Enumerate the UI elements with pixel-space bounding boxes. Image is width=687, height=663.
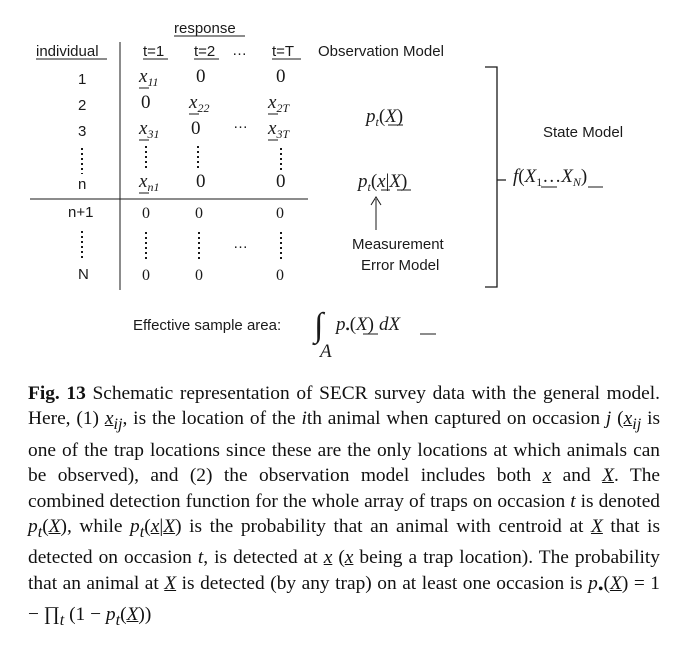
caption-text: ( bbox=[603, 572, 610, 594]
cell-N-1: 0 bbox=[142, 267, 150, 284]
integral-domain: A bbox=[318, 341, 332, 362]
caption-var: x bbox=[150, 515, 160, 537]
caption-sub: ij bbox=[113, 416, 123, 434]
caption-text: is denoted bbox=[575, 490, 660, 512]
caption-var: j bbox=[605, 408, 612, 430]
caption-var: x bbox=[623, 408, 633, 430]
caption-text: that is detected on occasion bbox=[28, 515, 660, 569]
caption-var: x bbox=[542, 465, 552, 487]
caption-text: being a trap location). The probability … bbox=[28, 547, 660, 594]
caption-var: t bbox=[197, 547, 204, 569]
caption-sub: t bbox=[139, 523, 145, 541]
caption-sub: ij bbox=[632, 416, 642, 434]
cell-n1-2: 0 bbox=[195, 205, 203, 222]
caption-var: t bbox=[570, 490, 576, 512]
caption-text: ( bbox=[611, 408, 624, 430]
caption-var: x bbox=[344, 547, 354, 569]
cell-x31: x31 bbox=[138, 118, 159, 141]
row-label-2: 2 bbox=[78, 97, 86, 114]
cell-x3T: x3T bbox=[267, 118, 290, 141]
row3-ellipsis: … bbox=[233, 115, 248, 132]
t2-header: t=2 bbox=[194, 43, 215, 60]
caption-var: X bbox=[609, 572, 622, 594]
caption-text: ( bbox=[144, 515, 151, 537]
caption-var: p bbox=[105, 603, 116, 625]
cell-1-2: 0 bbox=[196, 66, 206, 87]
cell-n1-T: 0 bbox=[276, 205, 284, 222]
row-label-n: n bbox=[78, 176, 86, 193]
state-model-bracket bbox=[485, 66, 506, 288]
caption-text: )) bbox=[138, 603, 152, 625]
cell-n-T: 0 bbox=[276, 171, 286, 192]
caption-var: X bbox=[602, 465, 614, 487]
cell-x2T: x2T bbox=[267, 92, 290, 115]
cell-2-1: 0 bbox=[141, 92, 151, 113]
caption-var: X bbox=[163, 515, 176, 537]
caption-text: ), while bbox=[60, 515, 131, 537]
cell-N-2: 0 bbox=[195, 267, 203, 284]
caption-text: | bbox=[159, 515, 164, 537]
cell-n-2: 0 bbox=[196, 171, 206, 192]
caption-text: ( bbox=[120, 603, 127, 625]
observation-model-label: Observation Model bbox=[318, 43, 444, 60]
cell-N-T: 0 bbox=[276, 267, 284, 284]
caption-var: p bbox=[588, 572, 598, 594]
cell-n1-1: 0 bbox=[142, 205, 150, 222]
caption-var: X bbox=[591, 515, 603, 537]
effective-formula: p•(X)dX bbox=[334, 314, 401, 336]
cell-xn1: xn1 bbox=[138, 171, 159, 194]
header-ellipsis: … bbox=[232, 42, 247, 59]
caption-text: ( bbox=[332, 547, 345, 569]
error-model-label: Error Model bbox=[361, 257, 439, 274]
caption-text: , is the location of the bbox=[122, 408, 302, 430]
cell-1-T: 0 bbox=[276, 66, 286, 87]
caption-sub: t bbox=[37, 523, 43, 541]
caption-var: X bbox=[48, 515, 61, 537]
cell-3-2: 0 bbox=[191, 118, 201, 139]
row-label-N: N bbox=[78, 266, 89, 283]
response-label: response bbox=[174, 20, 236, 37]
caption-text: is detected (by any trap) on at least on… bbox=[176, 572, 589, 594]
t1-header: t=1 bbox=[143, 43, 164, 60]
caption-text: Schematic representation of SECR survey … bbox=[28, 383, 660, 430]
row-label-1: 1 bbox=[78, 71, 86, 88]
caption-var: X bbox=[164, 572, 177, 594]
caption-text: . The combined detection function for th… bbox=[28, 465, 660, 512]
caption-var: X bbox=[126, 603, 139, 625]
caption-text: , is detected at bbox=[203, 547, 324, 569]
pt-X-formula: pt(X) bbox=[364, 106, 403, 129]
caption-text: is one of the trap locations since these… bbox=[28, 408, 661, 487]
figure-label: Fig. 13 bbox=[28, 383, 86, 404]
caption-var: p bbox=[28, 515, 38, 537]
measurement-arrow-head bbox=[370, 196, 382, 206]
row-label-3: 3 bbox=[78, 123, 86, 140]
caption-sub: t bbox=[59, 611, 65, 629]
cell-x11: x11 bbox=[138, 66, 159, 89]
secr-diagram: response individual t=1 t=2 … t=T Observ… bbox=[30, 20, 623, 362]
measurement-label: Measurement bbox=[352, 236, 445, 253]
caption-sub: t bbox=[115, 611, 121, 629]
caption-var: x bbox=[323, 547, 333, 569]
f-formula: f(X1…XN) bbox=[513, 166, 587, 189]
caption-var: x bbox=[104, 408, 114, 430]
caption-text: ) = 1 − ∏ bbox=[28, 572, 660, 625]
integral-sign: ∫ bbox=[312, 307, 326, 346]
caption-text: (1 − bbox=[64, 603, 106, 625]
caption-text: th animal when captured on occasion bbox=[306, 408, 606, 430]
figure-caption: Fig. 13 Schematic representation of SECR… bbox=[28, 381, 660, 633]
caption-sub: • bbox=[597, 580, 604, 598]
caption-text: and bbox=[551, 465, 603, 487]
tT-header: t=T bbox=[272, 43, 294, 60]
bottom-ellipsis: … bbox=[233, 235, 248, 252]
pt-xX-formula: pt(x|X) bbox=[356, 171, 407, 194]
caption-text: ( bbox=[42, 515, 49, 537]
row-label-n1: n+1 bbox=[68, 204, 93, 221]
cell-x22: x22 bbox=[188, 92, 209, 115]
caption-var: p bbox=[130, 515, 140, 537]
individual-header: individual bbox=[36, 43, 99, 60]
caption-text: ) is the probability that an animal with… bbox=[175, 515, 591, 537]
effective-label: Effective sample area: bbox=[133, 317, 281, 334]
caption-var: i bbox=[301, 408, 307, 430]
state-model-label: State Model bbox=[543, 124, 623, 141]
